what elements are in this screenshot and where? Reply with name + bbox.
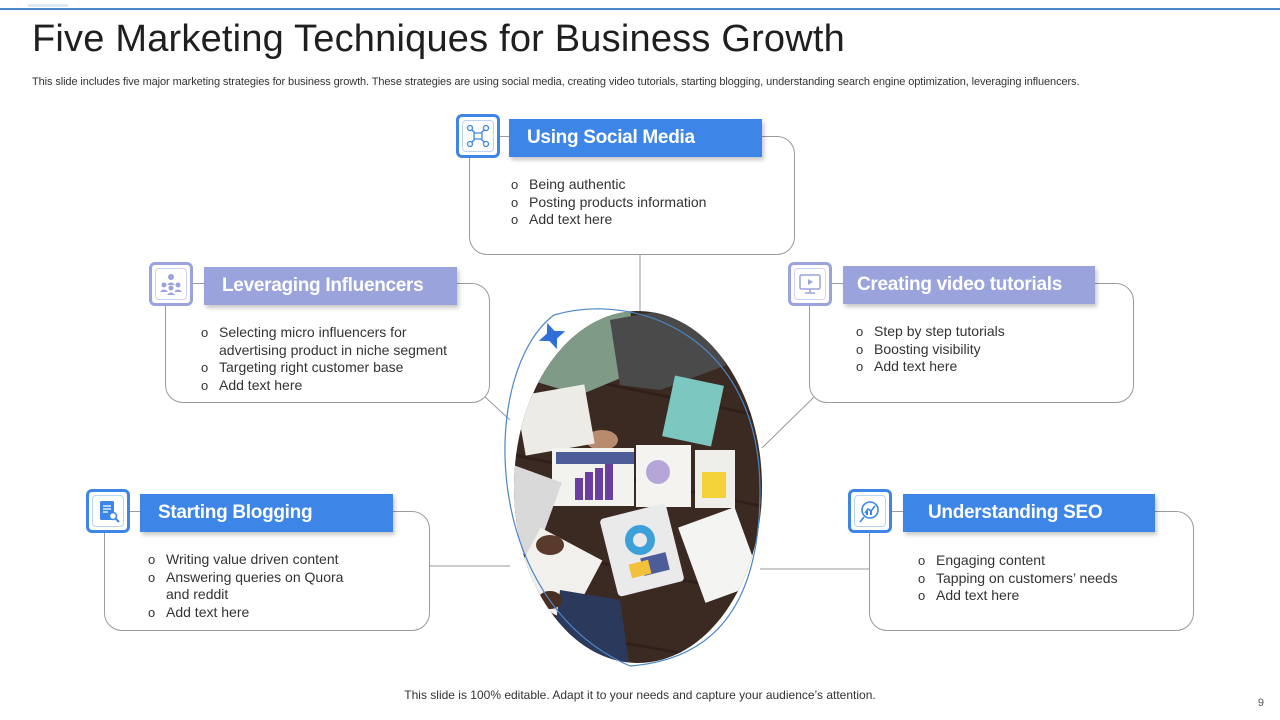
blogging-icon-box xyxy=(86,489,130,533)
page-number: 9 xyxy=(1257,697,1264,709)
social-media-bullets: Being authentic Posting products informa… xyxy=(511,176,781,229)
list-item: Writing value driven content xyxy=(148,551,418,569)
list-item: Step by step tutorials xyxy=(856,323,1116,341)
list-item: Add text here xyxy=(918,587,1178,605)
video-monitor-icon xyxy=(799,274,821,294)
list-item: Add text here xyxy=(511,211,781,229)
heading-starting-blogging: Starting Blogging xyxy=(140,494,393,532)
heading-understanding-seo: Understanding SEO xyxy=(903,494,1155,532)
list-item: Answering queries on Quora and reddit xyxy=(148,569,368,604)
slide-subtitle: This slide includes five major marketing… xyxy=(32,76,1080,88)
list-item: Selecting micro influencers for advertis… xyxy=(201,324,471,359)
list-item: Tapping on customers’ needs xyxy=(918,570,1178,588)
slide-footer: This slide is 100% editable. Adapt it to… xyxy=(404,688,876,702)
seo-bullets: Engaging content Tapping on customers’ n… xyxy=(918,552,1178,605)
list-item: Targeting right customer base xyxy=(201,359,471,377)
top-rule xyxy=(0,8,1280,10)
blog-document-icon xyxy=(100,501,120,523)
list-item: Posting products information xyxy=(511,194,781,212)
list-item: Being authentic xyxy=(511,176,781,194)
list-item: Add text here xyxy=(148,604,418,622)
seo-magnifier-icon xyxy=(859,501,879,523)
people-group-icon xyxy=(160,274,182,295)
team-meeting-photo xyxy=(490,300,780,670)
heading-using-social-media: Using Social Media xyxy=(509,119,762,157)
blogging-bullets: Writing value driven content Answering q… xyxy=(148,551,418,621)
list-item: Boosting visibility xyxy=(856,341,1116,359)
top-rule-accent xyxy=(28,4,68,7)
social-media-icon-box xyxy=(456,114,500,158)
heading-creating-video-tutorials: Creating video tutorials xyxy=(843,266,1095,304)
network-icon xyxy=(466,124,490,148)
slide-title: Five Marketing Techniques for Business G… xyxy=(32,18,845,60)
seo-icon-box xyxy=(848,489,892,533)
video-icon-box xyxy=(788,262,832,306)
influencers-bullets: Selecting micro influencers for advertis… xyxy=(201,324,471,394)
list-item: Engaging content xyxy=(918,552,1178,570)
list-item: Add text here xyxy=(201,377,471,395)
video-bullets: Step by step tutorials Boosting visibili… xyxy=(856,323,1116,376)
influencers-icon-box xyxy=(149,262,193,306)
list-item: Add text here xyxy=(856,358,1116,376)
heading-leveraging-influencers: Leveraging Influencers xyxy=(204,267,457,305)
